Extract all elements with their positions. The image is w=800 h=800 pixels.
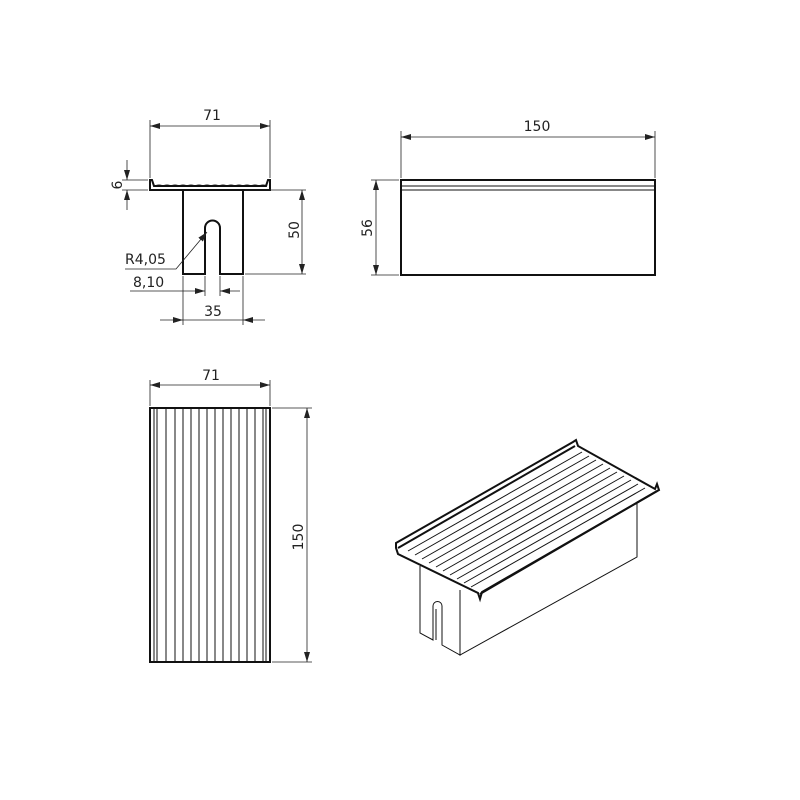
side-height-label: 56 xyxy=(360,219,376,237)
plate-outline xyxy=(395,438,661,603)
body-front-face xyxy=(459,502,638,656)
front-width-label: 71 xyxy=(203,108,221,124)
side-view: 150 56 xyxy=(360,119,656,276)
radius-label: R4,05 xyxy=(125,252,166,268)
side-length-label: 150 xyxy=(524,119,551,135)
top-length-label: 150 xyxy=(291,524,307,551)
top-width-label: 71 xyxy=(202,368,220,384)
plate-thickness-label: 6 xyxy=(110,180,126,189)
top-outline xyxy=(149,407,271,663)
slot-width-label: 8,10 xyxy=(133,275,164,291)
top-view: 71 150 xyxy=(149,368,312,663)
rib-lines xyxy=(153,408,267,662)
plate-ribs xyxy=(407,451,646,588)
front-view: 71 6 50 R4,05 8,10 35 xyxy=(110,108,306,325)
body-width-label: 35 xyxy=(204,304,222,320)
side-outline xyxy=(400,179,656,276)
body-left-face xyxy=(419,566,461,656)
front-height-label: 50 xyxy=(287,221,303,239)
isometric-view xyxy=(395,438,661,656)
body-profile xyxy=(182,190,244,275)
plate-ridges xyxy=(154,184,268,187)
